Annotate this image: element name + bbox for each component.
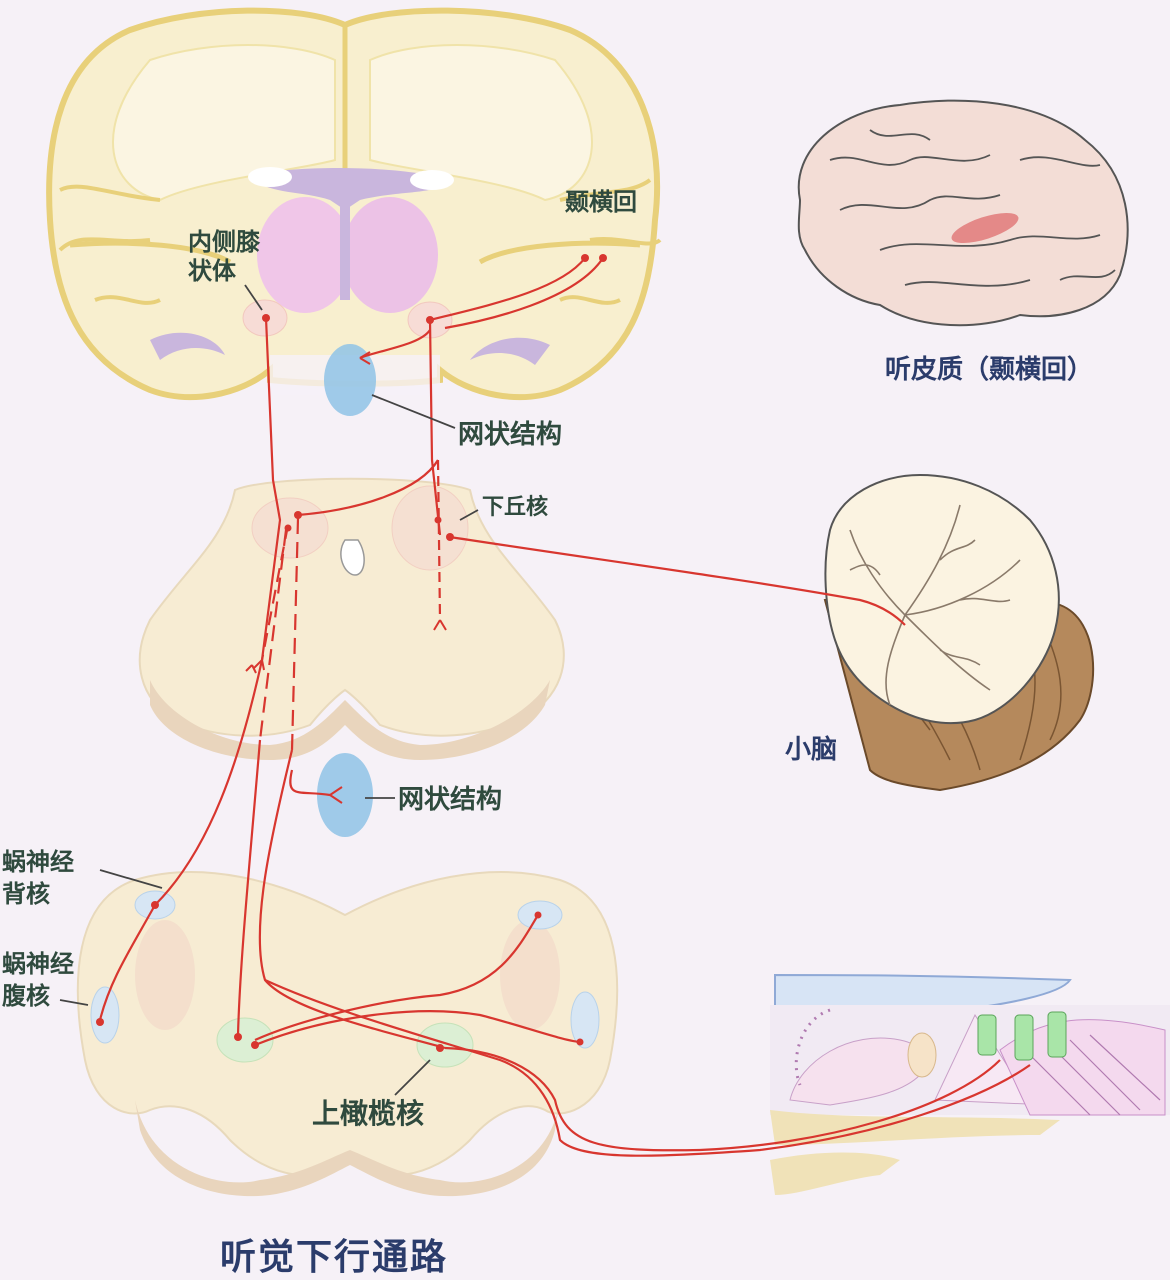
ventral-cochlear-nucleus-label-line2: 腹核 bbox=[2, 982, 50, 1010]
cochlea-section bbox=[770, 973, 1170, 1195]
reticular-formation-lower-label: 网状结构 bbox=[398, 785, 503, 815]
pathway-terminals bbox=[96, 254, 607, 1052]
auditory-cortex-label: 听皮质（颞横回） bbox=[885, 355, 1094, 385]
mgb-label-line1: 内侧膝 bbox=[188, 228, 260, 256]
ventral-cochlear-nucleus-label-line1: 蜗神经 bbox=[2, 950, 74, 978]
medulla-section bbox=[76, 871, 619, 1197]
coronal-brain-section bbox=[46, 7, 662, 401]
reticular-formation-lower bbox=[317, 753, 373, 837]
reticular-formation-upper-label: 网状结构 bbox=[458, 420, 563, 450]
diagram-title: 听觉下行通路 bbox=[220, 1237, 449, 1278]
cerebellum-illustration bbox=[823, 473, 1095, 792]
lateral-brain-illustration bbox=[797, 99, 1129, 327]
inferior-colliculus-label: 下丘核 bbox=[482, 495, 549, 520]
fork-endings bbox=[245, 351, 447, 804]
cerebellum-label: 小脑 bbox=[785, 735, 838, 765]
heschl-gyrus-label: 颞横回 bbox=[565, 188, 637, 216]
reticular-formation-upper bbox=[324, 344, 376, 416]
dorsal-cochlear-nucleus-label-line2: 背核 bbox=[2, 880, 50, 908]
leader-lines bbox=[59, 284, 479, 1096]
superior-olive-label: 上橄榄核 bbox=[312, 1097, 425, 1130]
mgb-label-line2: 状体 bbox=[188, 257, 236, 285]
dorsal-cochlear-nucleus-label-line1: 蜗神经 bbox=[2, 848, 74, 876]
